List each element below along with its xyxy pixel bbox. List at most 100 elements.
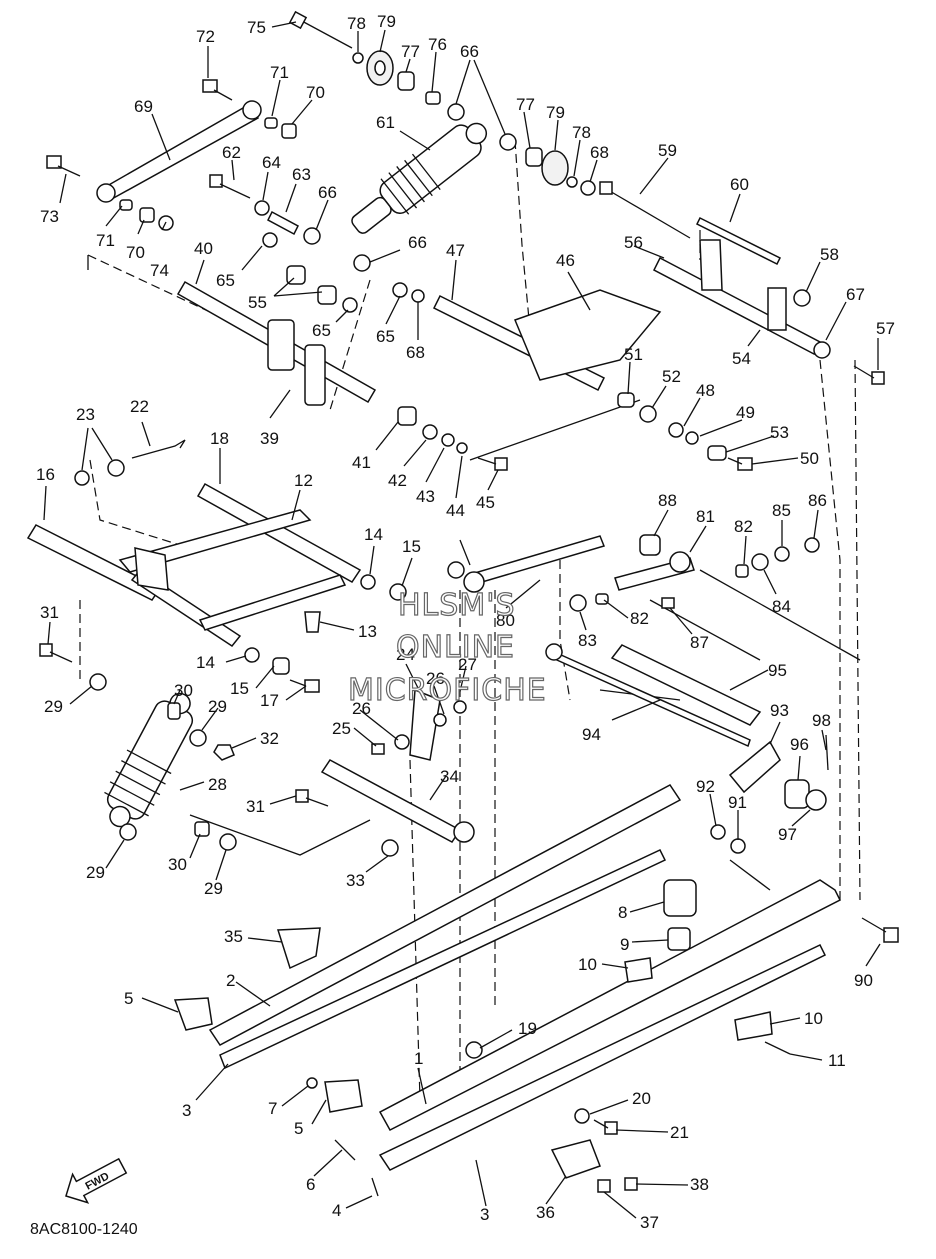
callout-label: 74 [150,261,169,280]
callout-label: 90 [854,971,873,990]
callout-label: 65 [312,321,331,340]
callout-label: 22 [130,397,149,416]
callout-label: 80 [496,611,515,630]
callout-label: 35 [224,927,243,946]
callout-label: 94 [582,725,601,744]
watermark: HLSM'S ONLINE MICROFICHE [347,587,547,708]
callout-label: 25 [332,719,351,738]
callout-label: 73 [40,207,59,226]
callout-label: 10 [804,1009,823,1028]
callout-label: 57 [876,319,895,338]
callout-label: 31 [40,603,59,622]
callout-label: 26 [352,699,371,718]
callout-label: 61 [376,113,395,132]
callout-label: 60 [730,175,749,194]
callout-label: 65 [376,327,395,346]
callout-label: 75 [247,18,266,37]
callout-label: 78 [572,123,591,142]
callout-label: 52 [662,367,681,386]
callout-numbers: 75 78 79 72 71 70 77 7 6 66 69 61 77 79 7… [36,12,895,1232]
callout-label: 16 [36,465,55,484]
callout-label: 9 [620,935,629,954]
callout-label: 29 [44,697,63,716]
callout-label: 63 [292,165,311,184]
fwd-label: FWD [84,1170,112,1192]
callout-label: 81 [696,507,715,526]
callout-label: 11 [828,1051,846,1070]
callout-label: 93 [770,701,789,720]
callout-label: 13 [358,622,377,641]
callout-label: 12 [294,471,313,490]
callout-label: 58 [820,245,839,264]
callout-label: 71 [270,63,289,82]
callout-label: 5 [124,989,133,1008]
callout-label: 29 [204,879,223,898]
callout-label: 14 [364,525,383,544]
callout-label: 3 [182,1101,191,1120]
callout-label: 69 [134,97,153,116]
callout-label: 95 [768,661,787,680]
callout-label: 42 [388,471,407,490]
callout-label: 66 [460,42,479,61]
callout-label: 33 [346,871,365,890]
callout-label: 28 [208,775,227,794]
callout-label: 21 [670,1123,689,1142]
callout-label: 43 [416,487,435,506]
callout-label: 78 [347,14,366,33]
callout-label: 39 [260,429,279,448]
callout-label: 50 [800,449,819,468]
callout-label: 77 [401,42,420,61]
watermark-line-1: HLSM'S [398,588,516,623]
callout-label: 15 [402,537,421,556]
callout-label: 77 [516,95,535,114]
callout-label: 34 [440,767,459,786]
callout-label: 4 [332,1201,341,1220]
callout-label: 10 [578,955,597,974]
document-code: 8AC8100-1240 [30,1221,138,1238]
callout-label: 6 [306,1175,315,1194]
watermark-line-3: MICROFICHE [348,673,547,708]
callout-label: 66 [318,183,337,202]
callout-label: 66 [408,233,427,252]
reference-lines [79,139,861,1101]
callout-label: 79 [377,12,396,31]
callout-label: 7 [268,1099,277,1118]
callout-label: 72 [196,27,215,46]
callout-label: 23 [76,405,95,424]
callout-label: 98 [812,711,831,730]
callout-label: 70 [126,243,145,262]
callout-label: 2 [226,971,235,990]
callout-label: 55 [248,293,267,312]
callout-label: 68 [590,143,609,162]
callout-label: 67 [846,285,865,304]
callout-label: 8 [618,903,627,922]
callout-label: 91 [728,793,747,812]
callout-label: 3 [480,1205,489,1224]
callout-label: 65 [216,271,235,290]
callout-label: 62 [222,143,241,162]
callout-label: 36 [536,1203,555,1222]
callout-label: 68 [406,343,425,362]
callout-label: 92 [696,777,715,796]
callout-label: 96 [790,735,809,754]
callout-label: 27 [458,655,477,674]
callout-label: 59 [658,141,677,160]
parts-art [26,10,899,1197]
callout-label: 53 [770,423,789,442]
callout-label: 97 [778,825,797,844]
callout-label: 30 [174,681,193,700]
callout-label: 29 [208,697,227,716]
callout-label: 14 [196,653,215,672]
callout-label: 48 [696,381,715,400]
callout-label: 45 [476,493,495,512]
callout-label: 84 [772,597,791,616]
callout-label: 29 [86,863,105,882]
callout-label: 26 [426,669,445,688]
callout-label: 79 [546,103,565,122]
callout-label: 82 [630,609,649,628]
callout-label: 41 [352,453,371,472]
callout-label: 64 [262,153,281,172]
fwd-arrow-icon: FWD [65,1157,128,1204]
callout-label: 44 [446,501,465,520]
